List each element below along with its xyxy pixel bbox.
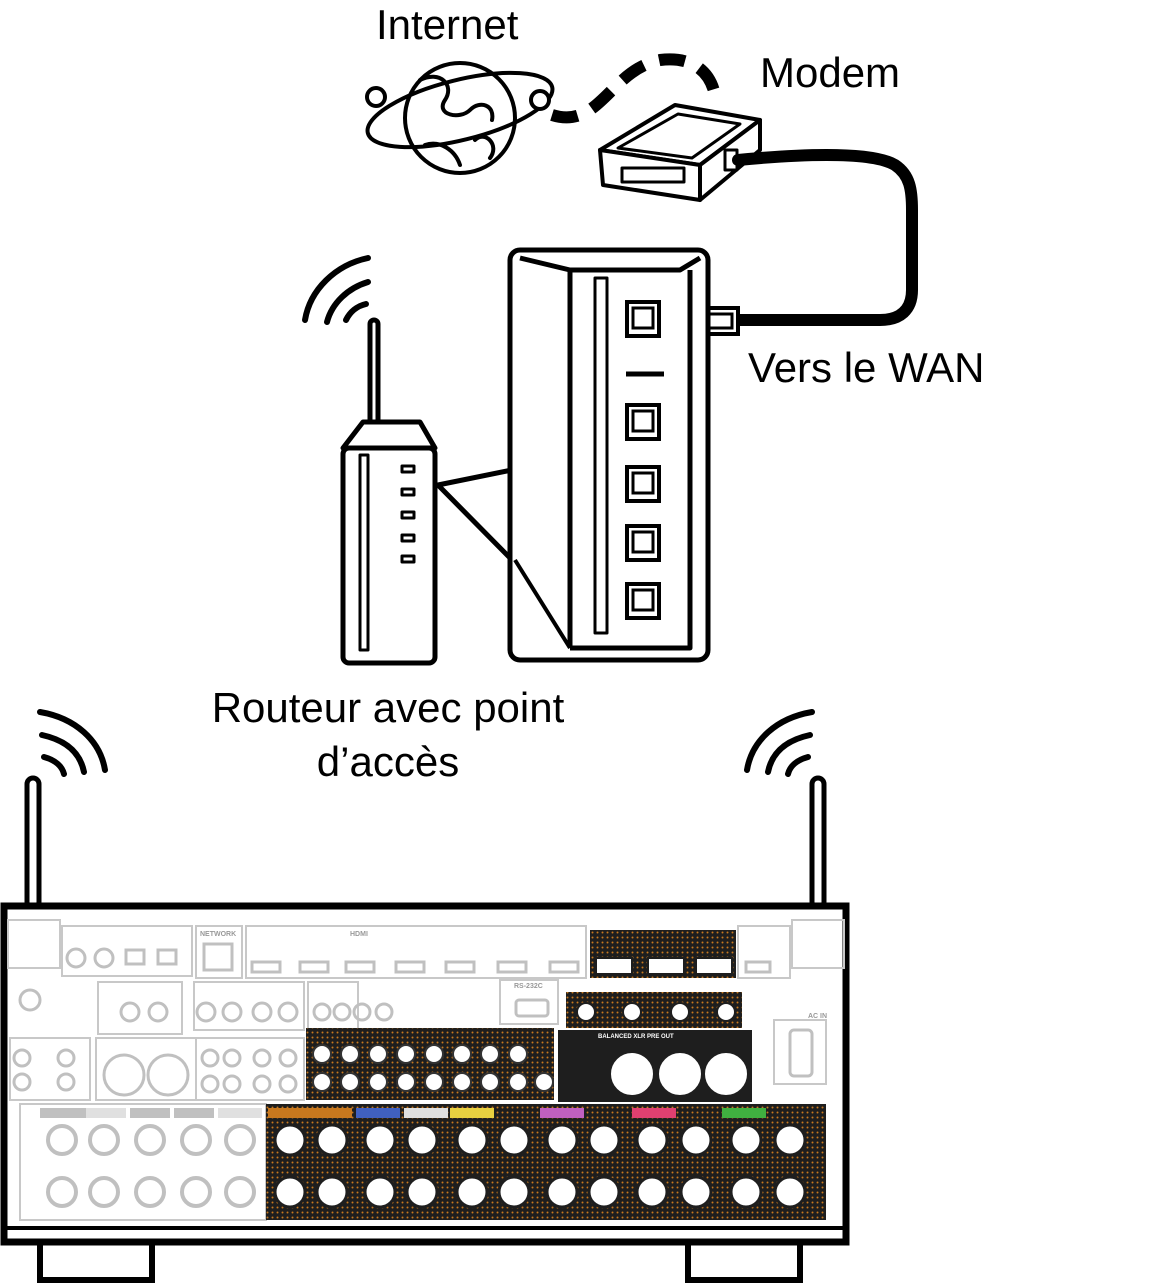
ac-in-label: AC IN bbox=[808, 1013, 827, 1020]
router-callout bbox=[435, 467, 515, 563]
receiver-right-antenna bbox=[809, 775, 827, 911]
router-icon bbox=[340, 317, 438, 666]
lan-port bbox=[625, 524, 661, 562]
router-label-line2: d’accès bbox=[316, 738, 460, 785]
receiver-left-wifi-icon bbox=[37, 709, 108, 777]
router-zoom-panel bbox=[507, 247, 711, 663]
router-label: Routeur avec point d’accès bbox=[180, 687, 596, 783]
wan-port bbox=[625, 300, 661, 338]
wan-cable bbox=[732, 149, 918, 326]
wan-label: Vers le WAN bbox=[748, 344, 985, 391]
network-label: NETWORK bbox=[200, 931, 236, 938]
lan-port bbox=[625, 465, 661, 503]
balanced-label: BALANCED XLR PRE OUT bbox=[598, 1034, 674, 1040]
receiver-body bbox=[0, 902, 850, 1283]
router-label-line1: Routeur avec point bbox=[211, 684, 565, 731]
modem-icon bbox=[598, 103, 762, 202]
router-wifi-icon bbox=[302, 255, 371, 325]
receiver-right-wifi-icon bbox=[744, 709, 815, 777]
globe-icon bbox=[365, 61, 555, 175]
modem-label: Modem bbox=[760, 49, 901, 96]
internet-link bbox=[550, 53, 722, 124]
receiver-left-antenna bbox=[24, 775, 42, 911]
lan-port bbox=[625, 403, 661, 441]
hdmi-label: HDMI bbox=[350, 931, 368, 938]
lan-port bbox=[625, 582, 661, 620]
internet-label: Internet bbox=[376, 1, 519, 48]
rs232c-label: RS-232C bbox=[514, 983, 543, 990]
speakers-label: SPEAKERS bbox=[320, 1221, 359, 1228]
